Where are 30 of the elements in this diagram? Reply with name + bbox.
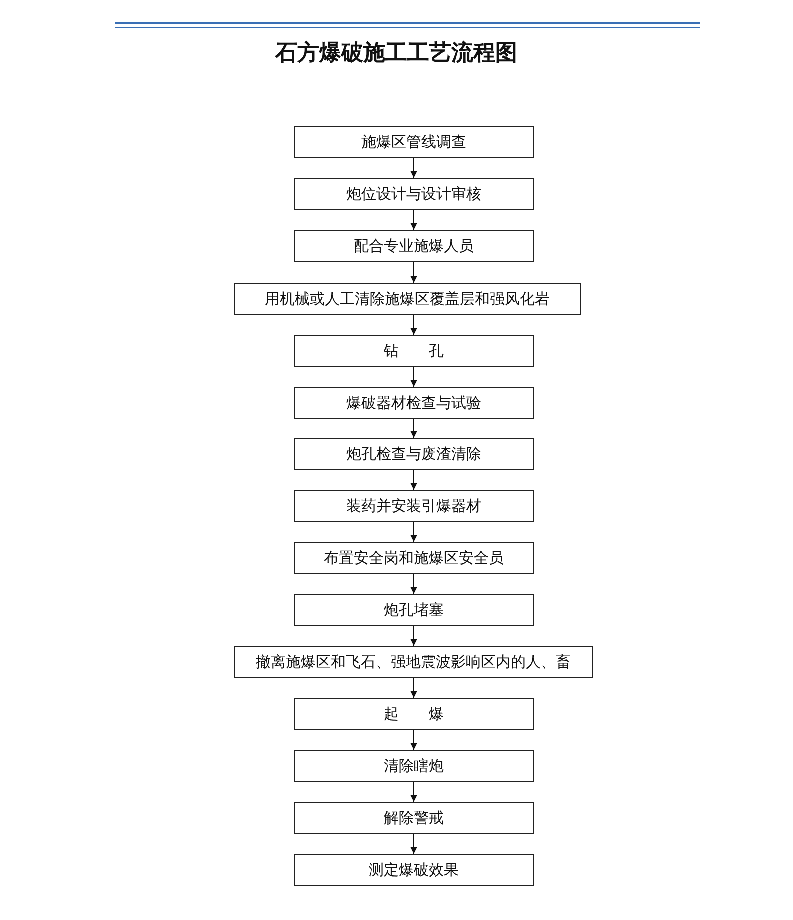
arrow [410,418,418,438]
process-box: 起 爆 [294,698,534,730]
process-box: 爆破器材检查与试验 [294,387,534,419]
process-box: 炮孔检查与废渣清除 [294,438,534,470]
process-box: 炮孔堵塞 [294,594,534,626]
arrow [410,730,418,750]
process-box: 施爆区管线调查 [294,126,534,158]
arrow [410,314,418,336]
arrow [410,158,418,178]
process-box: 撤离施爆区和飞石、强地震波影响区内的人、畜 [234,646,593,678]
arrow [410,522,418,542]
arrow [410,366,418,388]
process-box: 清除瞎炮 [294,750,534,782]
process-box: 配合专业施爆人员 [294,230,534,262]
process-box: 测定爆破效果 [294,854,534,886]
process-box: 布置安全岗和施爆区安全员 [294,542,534,574]
arrow [410,470,418,490]
process-box: 钻 孔 [294,335,534,367]
arrow [410,262,418,284]
arrow [410,210,418,230]
arrow [410,574,418,594]
arrow [410,626,418,646]
process-box: 装药并安装引爆器材 [294,490,534,522]
arrow [410,782,418,802]
process-box: 炮位设计与设计审核 [294,178,534,210]
process-box: 用机械或人工清除施爆区覆盖层和强风化岩 [234,283,581,315]
arrow [410,678,418,698]
process-box: 解除警戒 [294,802,534,834]
title: 石方爆破施工工艺流程图 [274,39,518,68]
arrow [410,834,418,854]
